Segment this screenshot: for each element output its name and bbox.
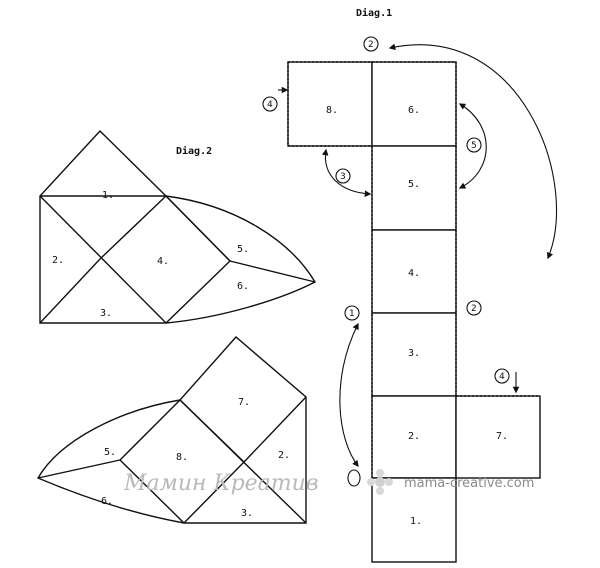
square-label: 2. (408, 431, 420, 442)
diag1-net: Diag.1 8. 6. 5. 4. 3. 2. 7. 1. 2 (262, 7, 557, 563)
watermark: Мамин Креатив mama-creative.com (123, 469, 534, 496)
square-label: 1. (410, 516, 422, 527)
diag2-shape: Diag.2 1. 2. 4. 5. 6. 3. (39, 129, 316, 324)
svg-text:5: 5 (471, 141, 477, 151)
piece-label: 3. (100, 308, 112, 319)
piece-label: 4. (157, 256, 169, 267)
svg-text:1: 1 (349, 309, 355, 319)
square-label: 3. (408, 348, 420, 359)
piece-label: 8. (176, 452, 188, 463)
square-7 (455, 395, 541, 479)
square-8 (287, 61, 373, 147)
svg-text:4: 4 (267, 100, 273, 110)
step-marker-3: 3 (335, 168, 351, 184)
svg-text:3: 3 (340, 172, 346, 182)
piece-label: 3. (241, 508, 253, 519)
diag2-title: Diag.2 (176, 145, 212, 157)
step-marker-2-top: 2 (363, 36, 379, 52)
svg-text:4: 4 (499, 372, 505, 382)
watermark-url: mama-creative.com (404, 476, 534, 491)
svg-text:2: 2 (368, 40, 374, 50)
square-6 (371, 61, 457, 147)
flower-logo-icon (367, 469, 393, 495)
piece-label: 6. (101, 496, 113, 507)
svg-text:2: 2 (471, 304, 477, 314)
piece-label: 2. (278, 450, 290, 461)
piece-label: 7. (238, 397, 250, 408)
step-marker-4-left: 4 (262, 96, 278, 112)
diag3-shape: 7. 5. 8. 2. 6. 3. (36, 336, 307, 524)
piece-label: 6. (237, 281, 249, 292)
square-3 (371, 312, 457, 397)
fold-arrow-2 (388, 43, 557, 260)
step-marker-4-bottom: 4 (494, 368, 510, 384)
watermark-script: Мамин Креатив (123, 471, 319, 496)
square-label: 7. (496, 431, 508, 442)
square-label: 6. (408, 105, 420, 116)
square-label: 8. (326, 105, 338, 116)
square-label: 5. (408, 179, 420, 190)
piece-label: 1. (102, 190, 114, 201)
square-1 (371, 477, 457, 563)
square-2 (371, 395, 457, 479)
diag1-title: Diag.1 (356, 7, 392, 19)
step-marker-2-bottom: 2 (466, 300, 482, 316)
step-marker-5: 5 (466, 137, 482, 153)
piece-label: 5. (237, 244, 249, 255)
piece-label: 2. (52, 255, 64, 266)
piece-label: 5. (104, 447, 116, 458)
step-marker-1: 1 (344, 305, 360, 321)
square-label: 4. (408, 268, 420, 279)
